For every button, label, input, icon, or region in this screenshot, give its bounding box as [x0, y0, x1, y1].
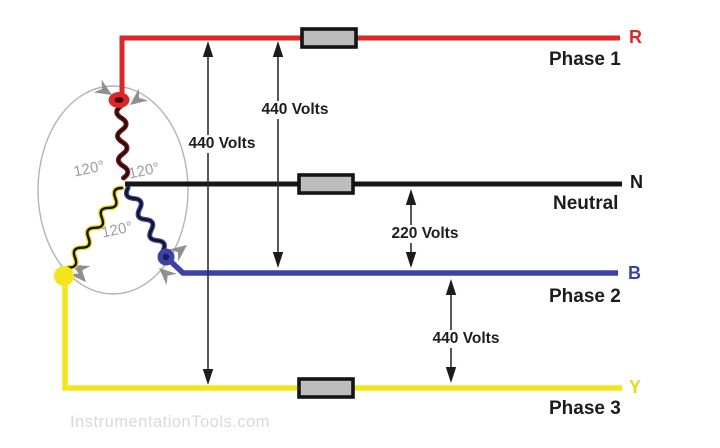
- winding-coil-y: [65, 185, 125, 271]
- voltage-arrow-r-y: [202, 41, 214, 385]
- terminal-node-r-center: [114, 97, 124, 103]
- terminal-node-b-center: [162, 253, 170, 261]
- phase3-conductor: [62, 276, 622, 391]
- direction-arrow-icon: [168, 245, 187, 262]
- phase1-conductor: [119, 35, 620, 102]
- winding-direction-arrows: [69, 79, 187, 285]
- voltage-label-r-b: 440 Volts: [258, 101, 332, 119]
- direction-arrow-icon: [130, 88, 149, 105]
- direction-arrow-icon: [159, 268, 177, 285]
- star-windings: [65, 103, 167, 271]
- terminal-letter-n: N: [630, 172, 643, 192]
- voltage-arrows: [202, 41, 457, 385]
- direction-arrow-icon: [69, 264, 86, 282]
- voltage-label-b-y: 440 Volts: [429, 330, 503, 348]
- terminal-node-y: [54, 266, 74, 286]
- phase3-label: Phase 3: [549, 398, 621, 419]
- terminal-letter-r: R: [629, 27, 642, 47]
- winding-coil-r: [114, 103, 131, 181]
- terminal-nodes: [54, 92, 175, 286]
- phase2-conductor: [164, 254, 618, 276]
- fuse-box-phase3: [297, 377, 355, 399]
- fuse-boxes: [297, 27, 358, 399]
- voltage-label-r-y: 440 Volts: [185, 135, 259, 153]
- voltage-arrow-r-b: [272, 41, 284, 268]
- winding-circle: [37, 85, 189, 295]
- phase2-label: Phase 2: [549, 286, 621, 307]
- terminal-letter-y: Y: [629, 377, 642, 397]
- fuse-box-neutral: [297, 173, 355, 195]
- terminal-letter-b: B: [628, 263, 641, 283]
- neutral-label: Neutral: [553, 193, 619, 214]
- voltage-label-n-b: 220 Volts: [388, 225, 462, 243]
- phase1-label: Phase 1: [549, 49, 621, 70]
- direction-arrow-icon: [93, 79, 112, 95]
- watermark-text: InstrumentationTools.com: [70, 413, 271, 431]
- fuse-box-phase1: [300, 27, 358, 49]
- winding-coil-b: [123, 185, 167, 254]
